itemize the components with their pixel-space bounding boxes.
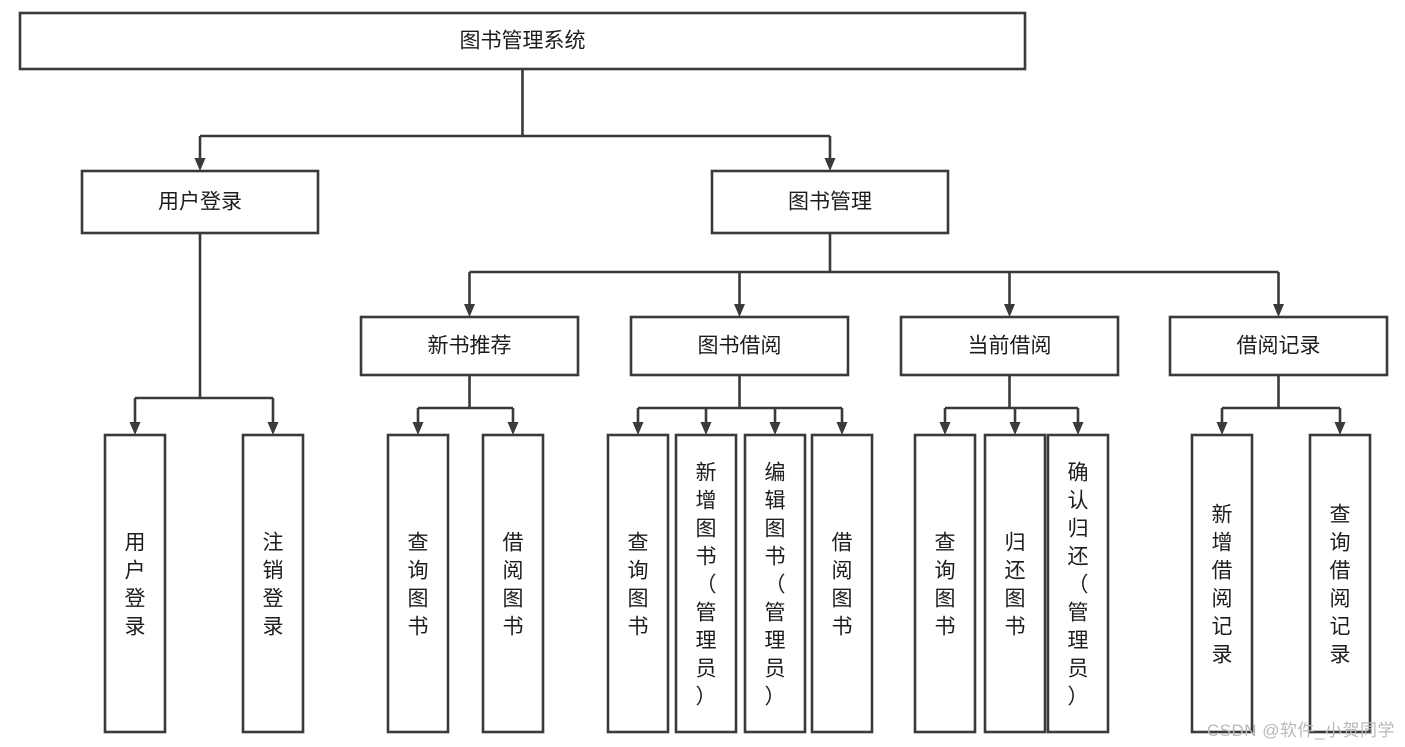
arrow-head-icon xyxy=(1216,422,1228,435)
node-l3-r-query[interactable]: 查询借阅记录 xyxy=(1308,433,1372,734)
node-label: 借阅记录 xyxy=(1237,335,1321,358)
node-box xyxy=(983,433,1047,734)
node-box xyxy=(1046,433,1110,734)
node-box xyxy=(629,315,850,377)
node-box xyxy=(1308,433,1372,734)
node-box xyxy=(606,433,670,734)
node-label: 注销登录 xyxy=(263,531,284,638)
arrow-head-icon xyxy=(1072,422,1084,435)
node-l3-b-add[interactable]: 新增图书（管理员） xyxy=(674,433,738,734)
node-l1-user[interactable]: 用户登录 xyxy=(80,169,320,235)
node-box xyxy=(481,433,545,734)
arrow-head-icon xyxy=(836,422,848,435)
node-l3-new-query[interactable]: 查询图书 xyxy=(386,433,450,734)
node-box xyxy=(899,315,1120,377)
edge-group-l2_new xyxy=(412,375,519,435)
node-label: 编辑图书（管理员） xyxy=(765,461,786,708)
node-l2-new[interactable]: 新书推荐 xyxy=(359,315,580,377)
node-label: 当前借阅 xyxy=(968,335,1052,358)
node-l3-b-query[interactable]: 查询图书 xyxy=(606,433,670,734)
arrow-head-icon xyxy=(1004,304,1015,317)
node-label: 借阅图书 xyxy=(832,531,853,638)
arrow-head-icon xyxy=(632,422,644,435)
node-l3-c-return[interactable]: 归还图书 xyxy=(983,433,1047,734)
arrow-head-icon xyxy=(700,422,712,435)
node-box xyxy=(913,433,977,734)
arrow-head-icon xyxy=(824,158,836,171)
node-label: 归还图书 xyxy=(1005,531,1026,638)
arrow-head-icon xyxy=(939,422,951,435)
node-l3-new-borrow[interactable]: 借阅图书 xyxy=(481,433,545,734)
node-box xyxy=(386,433,450,734)
node-l2-borrow[interactable]: 图书借阅 xyxy=(629,315,850,377)
node-root[interactable]: 图书管理系统 xyxy=(18,11,1027,71)
node-label: 借阅图书 xyxy=(503,531,524,638)
node-l3-user-login[interactable]: 用户登录 xyxy=(103,433,167,734)
edge-group-l2_record xyxy=(1216,375,1346,435)
node-label: 新增借阅记录 xyxy=(1212,503,1233,666)
node-box xyxy=(359,315,580,377)
arrow-head-icon xyxy=(1009,422,1021,435)
node-label: 用户登录 xyxy=(158,191,242,214)
edge-group-l2_borrow xyxy=(632,375,848,435)
edge-group-l1_book xyxy=(464,233,1284,317)
node-label: 图书借阅 xyxy=(698,335,782,358)
arrow-head-icon xyxy=(769,422,781,435)
node-box xyxy=(674,433,738,734)
node-box xyxy=(18,11,1027,71)
node-l2-record[interactable]: 借阅记录 xyxy=(1168,315,1389,377)
node-label: 图书管理系统 xyxy=(460,30,586,53)
node-label: 查询图书 xyxy=(935,531,956,638)
node-l3-b-lend[interactable]: 借阅图书 xyxy=(810,433,874,734)
arrow-head-icon xyxy=(412,422,424,435)
node-l3-c-confirm[interactable]: 确认归还（管理员） xyxy=(1046,433,1110,734)
node-l1-book[interactable]: 图书管理 xyxy=(710,169,950,235)
node-label: 用户登录 xyxy=(125,531,146,638)
edge-group-l2_current xyxy=(939,375,1084,435)
arrow-head-icon xyxy=(267,422,279,435)
node-box xyxy=(743,433,807,734)
node-label: 查询借阅记录 xyxy=(1330,503,1351,666)
node-box xyxy=(241,433,305,734)
arrow-head-icon xyxy=(129,422,141,435)
arrow-head-icon xyxy=(464,304,475,317)
node-label: 新增图书（管理员） xyxy=(696,461,717,708)
node-l3-user-logout[interactable]: 注销登录 xyxy=(241,433,305,734)
arrow-head-icon xyxy=(507,422,519,435)
edge-group-l1_user xyxy=(129,233,279,435)
arrow-head-icon xyxy=(734,304,745,317)
node-box xyxy=(810,433,874,734)
node-box xyxy=(80,169,320,235)
node-l2-current[interactable]: 当前借阅 xyxy=(899,315,1120,377)
arrow-head-icon xyxy=(194,158,206,171)
node-label: 查询图书 xyxy=(628,531,649,638)
node-label: 图书管理 xyxy=(788,191,872,214)
node-l3-r-add[interactable]: 新增借阅记录 xyxy=(1190,433,1254,734)
node-box xyxy=(1168,315,1389,377)
node-l3-b-edit[interactable]: 编辑图书（管理员） xyxy=(743,433,807,734)
arrow-head-icon xyxy=(1273,304,1284,317)
node-l3-c-query[interactable]: 查询图书 xyxy=(913,433,977,734)
node-box xyxy=(1190,433,1254,734)
node-box xyxy=(103,433,167,734)
node-label: 新书推荐 xyxy=(428,335,512,358)
node-label: 查询图书 xyxy=(408,531,429,638)
node-box xyxy=(710,169,950,235)
edge-group-root xyxy=(194,69,836,171)
arrow-head-icon xyxy=(1334,422,1346,435)
node-label: 确认归还（管理员） xyxy=(1068,461,1089,708)
